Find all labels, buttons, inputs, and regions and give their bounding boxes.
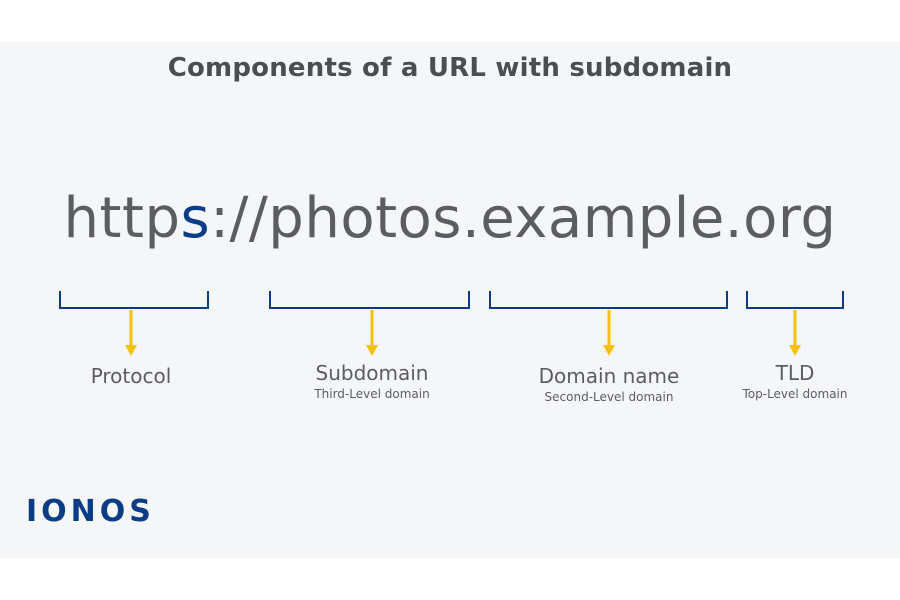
domain-name-arrow-icon: [603, 345, 615, 356]
protocol-label: Protocol: [61, 364, 201, 388]
subdomain-arrow-icon: [366, 345, 378, 356]
domain-name-label-text: Domain name: [538, 364, 680, 388]
tld-label-text: TLD: [775, 361, 815, 385]
domain-name-bracket: [489, 291, 728, 356]
protocol-bracket: [59, 291, 209, 356]
tld-arrow-icon: [789, 345, 801, 356]
tld-bracket: [746, 291, 844, 356]
url-text: https://photos.example.org: [0, 184, 900, 254]
ionos-logo: IONOS: [26, 494, 155, 529]
domain-name-sublabel-text: Second-Level domain: [544, 390, 674, 404]
diagram-background: [0, 42, 900, 558]
diagram-title: Components of a URL with subdomain: [167, 53, 733, 83]
url-remainder-text: ://photos.example.org: [210, 186, 837, 251]
subdomain-label-text: Subdomain: [315, 361, 429, 385]
tld-sublabel-text: Top-Level domain: [742, 387, 848, 401]
protocol-label-text: Protocol: [90, 364, 172, 388]
tld-label: TLD Top-Level domain: [725, 361, 865, 401]
domain-name-label: Domain name Second-Level domain: [519, 364, 699, 404]
subdomain-label: Subdomain Third-Level domain: [292, 361, 452, 401]
url-scheme-text: http: [63, 186, 181, 251]
subdomain-sublabel-text: Third-Level domain: [314, 387, 430, 401]
protocol-arrow-icon: [125, 345, 137, 356]
subdomain-bracket: [269, 291, 470, 356]
url-scheme-secure-letter: s: [180, 186, 211, 251]
